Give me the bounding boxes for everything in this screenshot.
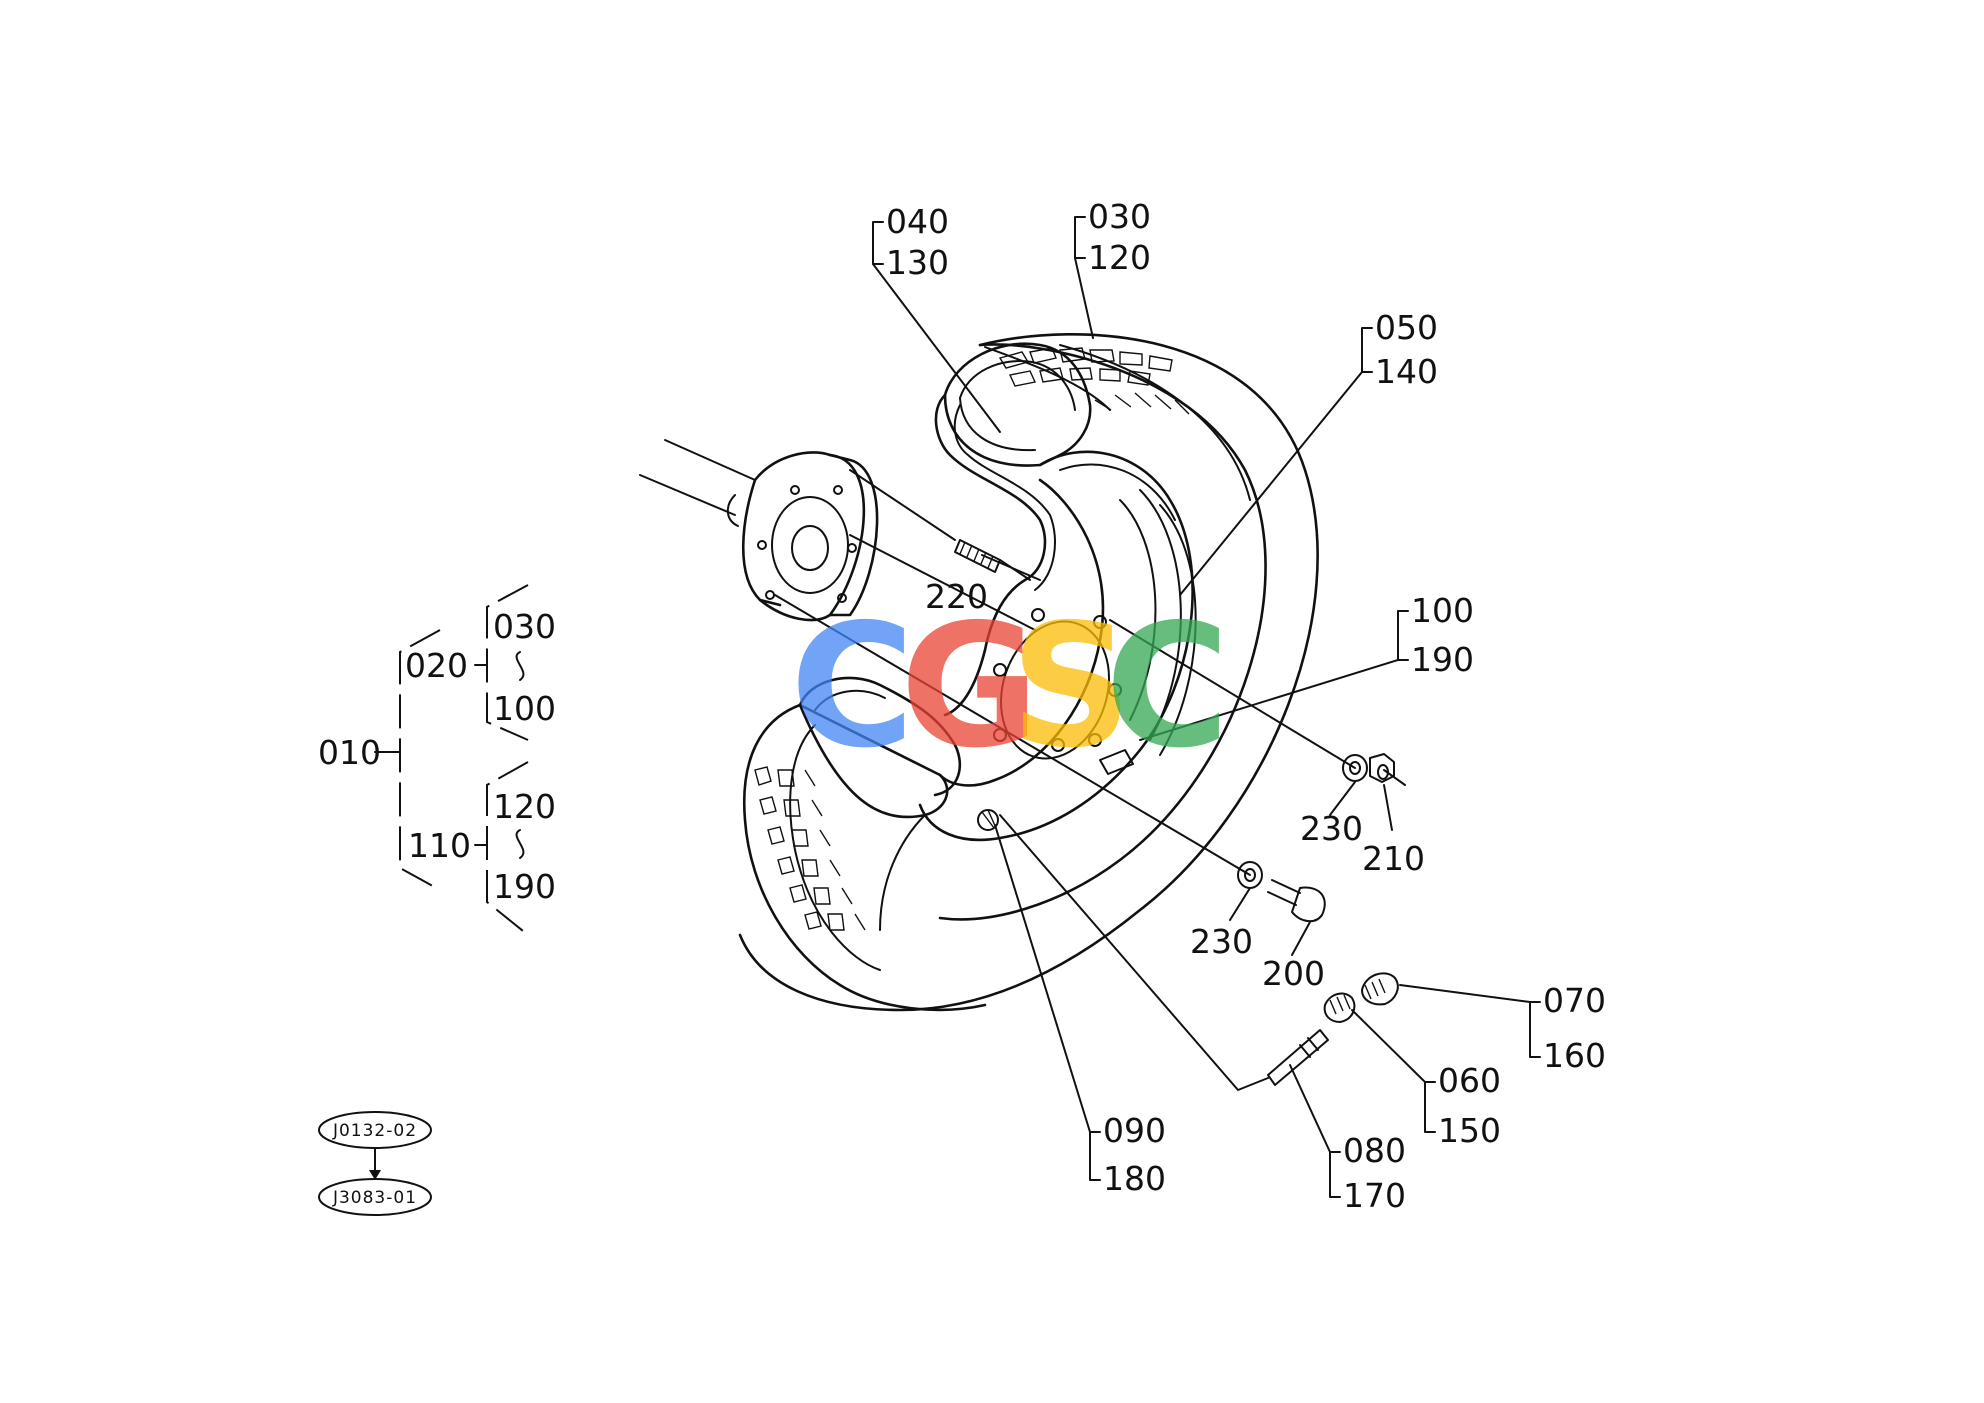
label-210: 210 (1362, 839, 1425, 878)
tire (738, 333, 1319, 1012)
watermark-letter-3: S (1010, 588, 1132, 786)
wheel-rim (918, 450, 1197, 842)
tree-100: 100 (493, 689, 556, 728)
tree-030: 030 (493, 607, 556, 646)
label-230b: 230 (1190, 922, 1253, 961)
bolt-200 (1267, 879, 1326, 923)
label-040: 040 (886, 202, 949, 241)
label-170: 170 (1343, 1176, 1406, 1215)
label-150: 150 (1438, 1111, 1501, 1150)
label-200: 200 (1262, 954, 1325, 993)
axle-shaft (639, 439, 756, 527)
label-100: 100 (1411, 591, 1474, 630)
assembly-tree: 010 020 030 100 110 120 190 (318, 584, 556, 936)
label-130: 130 (886, 243, 949, 282)
inner-tube (798, 393, 1056, 797)
label-060: 060 (1438, 1061, 1501, 1100)
watermark-letter-1: C (790, 588, 915, 786)
callout-labels: 040 130 030 120 050 140 220 100 190 230 … (886, 197, 1606, 1215)
tree-110: 110 (408, 826, 471, 865)
label-190: 190 (1411, 640, 1474, 679)
leader-lines (774, 216, 1541, 1198)
valve-cap-070 (1361, 972, 1399, 1006)
tree-root-010: 010 (318, 733, 381, 772)
label-140: 140 (1375, 352, 1438, 391)
label-230a: 230 (1300, 809, 1363, 848)
watermark: C G S C (790, 588, 1230, 786)
valve-stem-080 (1267, 1029, 1329, 1086)
tree-190: 190 (493, 867, 556, 906)
label-070: 070 (1543, 981, 1606, 1020)
valve-nut-060 (1323, 992, 1356, 1023)
watermark-letter-4: C (1105, 588, 1230, 786)
hub-flange (741, 451, 879, 622)
tree-020: 020 (405, 646, 468, 685)
label-180: 180 (1103, 1159, 1166, 1198)
tire-lower-cutaway (742, 703, 987, 1012)
label-160: 160 (1543, 1036, 1606, 1075)
label-030: 030 (1088, 197, 1151, 236)
reference-codes: J0132-02 J3083-01 (318, 1111, 432, 1216)
label-220: 220 (925, 577, 988, 616)
label-050: 050 (1375, 308, 1438, 347)
label-080: 080 (1343, 1131, 1406, 1170)
ref-code-top: J0132-02 (332, 1121, 417, 1141)
ref-code-bottom: J3083-01 (332, 1188, 417, 1208)
watermark-letter-2: G (900, 588, 1040, 786)
tree-120: 120 (493, 787, 556, 826)
stud-220 (954, 539, 1001, 573)
nut-210 (1369, 753, 1395, 783)
label-090: 090 (1103, 1111, 1166, 1150)
label-120: 120 (1088, 238, 1151, 277)
